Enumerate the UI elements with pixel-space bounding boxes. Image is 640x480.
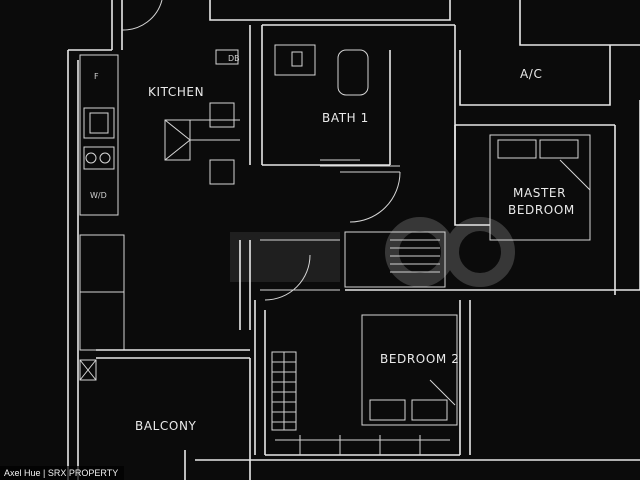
washer-dryer-label: W/D xyxy=(90,191,107,200)
balcony-label: BALCONY xyxy=(135,419,197,433)
exterior-walls xyxy=(67,0,640,480)
credit-caption: Axel Hue | SRX PROPERTY xyxy=(0,466,125,480)
bedroom-2 xyxy=(254,300,471,456)
bath-1-label: BATH 1 xyxy=(322,111,369,125)
ac-ledge xyxy=(459,45,611,106)
interior-walls xyxy=(96,240,251,480)
kitchen-door xyxy=(121,0,163,31)
kitchen-counter xyxy=(79,54,125,381)
watermark-logo xyxy=(230,217,515,287)
master-bedroom-label-line1: MASTER xyxy=(513,186,566,200)
kitchen-fixtures xyxy=(164,102,240,185)
fridge-label: F xyxy=(94,72,99,81)
ac-label: A/C xyxy=(520,67,542,81)
bath-1 xyxy=(215,24,456,223)
db-label: DB xyxy=(228,54,240,63)
wardrobe xyxy=(260,231,640,301)
master-bedroom-label-line2: BEDROOM xyxy=(508,203,575,217)
bedroom-2-label: BEDROOM 2 xyxy=(380,352,460,366)
kitchen-label: KITCHEN xyxy=(148,85,204,99)
master-bedroom xyxy=(454,124,616,295)
